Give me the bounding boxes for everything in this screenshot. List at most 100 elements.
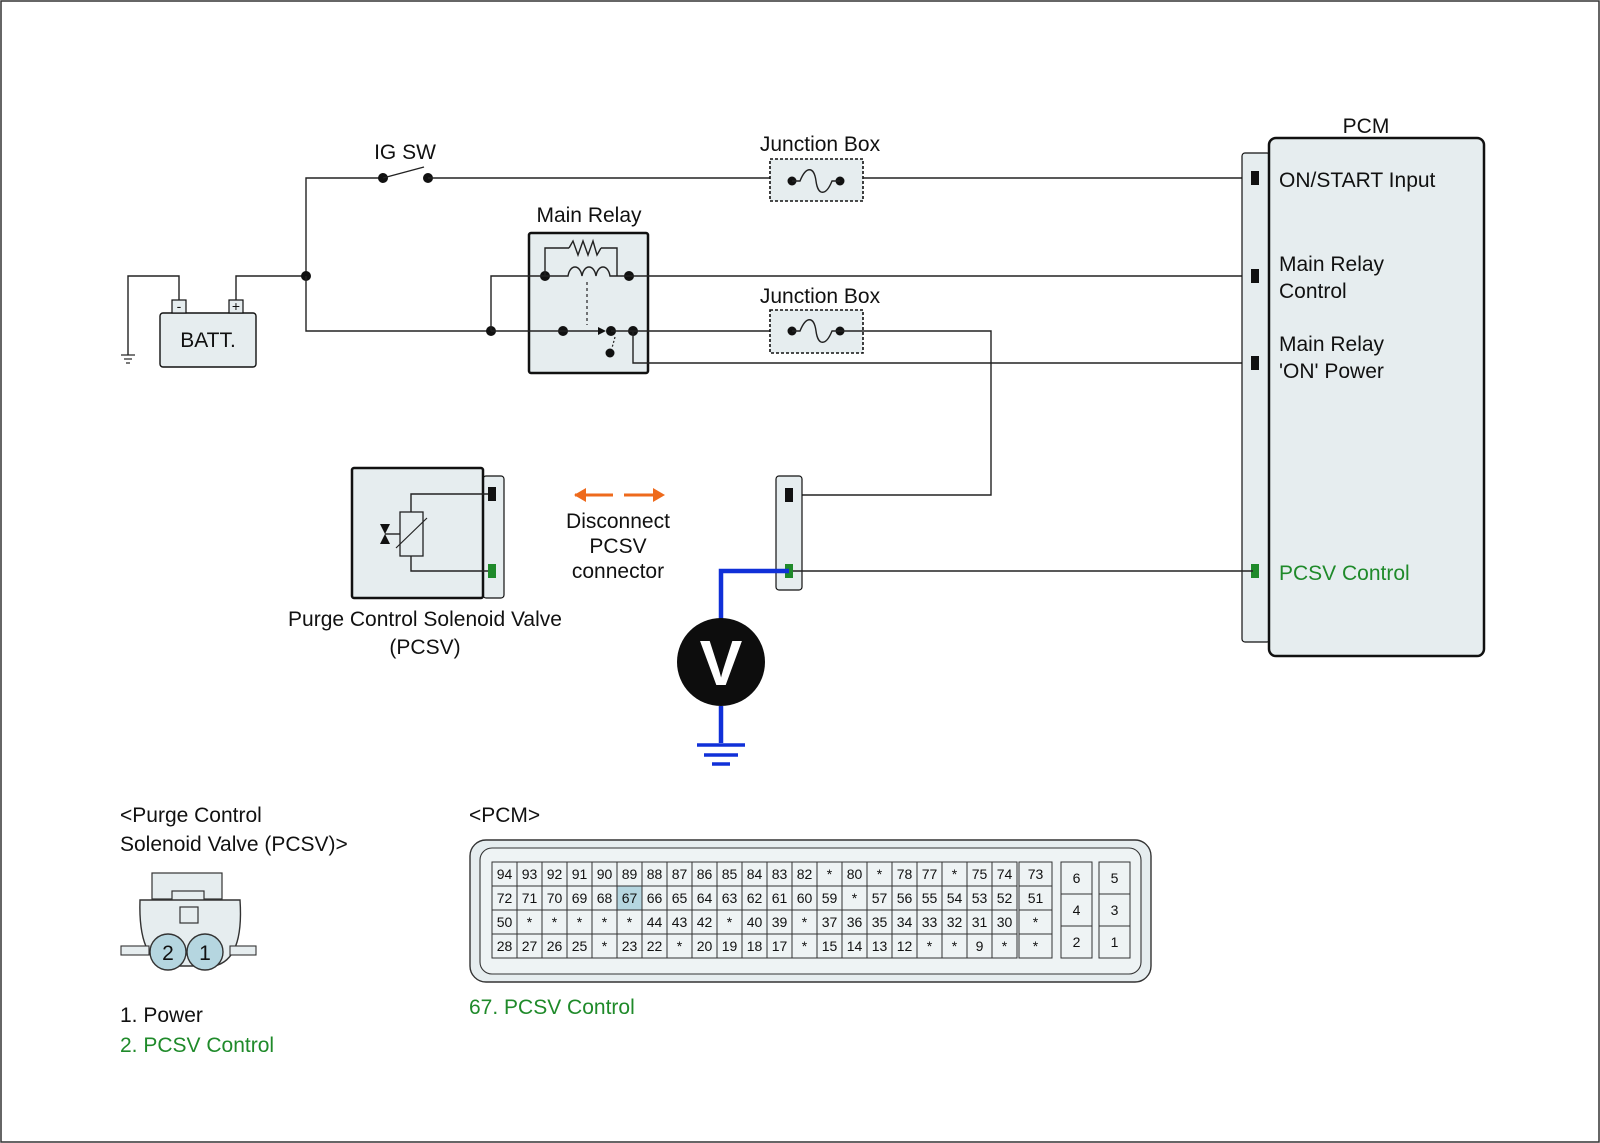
pcm-pin-cell [841, 933, 868, 959]
pcm-pin: 75 [972, 866, 988, 882]
pcsv-connector-tab-right [229, 945, 257, 956]
relay-contact-nc [605, 348, 615, 358]
pcm-connector-title: <PCM> [469, 804, 540, 827]
pcm-pin: 31 [972, 914, 988, 930]
pcm-module: PCM ON/START Input Main Relay Control Ma… [1241, 115, 1486, 658]
pcm-pin: 60 [797, 890, 813, 906]
harness-pin-power [785, 488, 793, 502]
pcm-pin-cell [941, 861, 968, 887]
pcsv-connector-tab-left [120, 945, 150, 956]
pcm-pin: * [802, 914, 808, 930]
battery-minus-label: - [177, 298, 182, 314]
battery-ground-icon [121, 354, 135, 364]
pcm-pin: 26 [547, 938, 563, 954]
pcm-pin-cell [841, 909, 868, 935]
pcm-pin: 84 [747, 866, 763, 882]
pcm-power-pin: 2 [1073, 934, 1081, 950]
pcm-pin: 69 [572, 890, 588, 906]
pcsv-connector-pin-1-label: 1 [199, 942, 211, 965]
pcm-pin: 52 [997, 890, 1013, 906]
pcsv-legend-2: 2. PCSV Control [120, 1034, 274, 1057]
pcm-pin: 77 [922, 866, 938, 882]
pcm-power-pin: 1 [1111, 934, 1119, 950]
pcm-pin: 68 [597, 890, 613, 906]
pcsv-connector-title-2: Solenoid Valve (PCSV)> [120, 833, 348, 856]
main-relay-body [527, 231, 650, 375]
pcm-pin-cell [916, 861, 943, 887]
pcsv-power-wire [789, 330, 992, 496]
pcm-pin-cell [666, 861, 693, 887]
pcm-pin: * [1002, 938, 1008, 954]
junction-box-bottom: Junction Box [760, 285, 881, 354]
ig-feed-wire [305, 177, 383, 276]
pcm-pin: 59 [822, 890, 838, 906]
pcm-power-pin: 3 [1111, 902, 1119, 918]
pcm-pin: 62 [747, 890, 763, 906]
pcm-pin: 56 [897, 890, 913, 906]
pcm-pin-cell [991, 885, 1018, 911]
voltmeter-label: V [700, 627, 743, 699]
pcsv-harness-connector-body [775, 475, 803, 591]
pcm-pin: 36 [847, 914, 863, 930]
pcm-pin: 64 [697, 890, 713, 906]
pcm-power-pin-cell [1098, 893, 1131, 927]
pcm-power-pin: 4 [1073, 902, 1081, 918]
pcm-pin-cell [566, 933, 593, 959]
pcm-body [1267, 136, 1486, 658]
pcm-pin: 22 [647, 938, 663, 954]
pcm-pin: * [602, 914, 608, 930]
pcm-pin-cell [916, 885, 943, 911]
pcm-pin: 19 [722, 938, 738, 954]
pcm-main-relay-on-label-1: Main Relay [1279, 333, 1385, 356]
pcm-pin-cell [641, 933, 668, 959]
pcm-pin: 94 [497, 866, 513, 882]
pcm-pin-cell [766, 909, 793, 935]
pcm-pin-cell [516, 885, 543, 911]
pcm-main-relay-control-label-1: Main Relay [1279, 253, 1385, 276]
pcm-pin: * [877, 866, 883, 882]
fuse-top-icon [792, 169, 840, 193]
pcm-label: PCM [1343, 115, 1390, 138]
pcm-pin: * [552, 914, 558, 930]
pcm-pin-cell [516, 861, 543, 887]
pcm-pin: * [927, 938, 933, 954]
pcm-pin-cell [766, 885, 793, 911]
disconnect-arrow-left-icon [574, 488, 586, 502]
voltmeter: V [677, 568, 789, 766]
fuse-bottom-icon [792, 319, 840, 343]
pcsv-connector-view: <Purge Control Solenoid Valve (PCSV)> 2 … [120, 804, 348, 1057]
junction-box-bottom-label: Junction Box [760, 285, 881, 308]
disconnect-note: Disconnect PCSV connector [566, 488, 670, 583]
battery-ground-wire [127, 275, 180, 355]
pcm-pin: 72 [497, 890, 513, 906]
pcm-pin-cell [566, 909, 593, 935]
pcm-pin: 23 [622, 938, 638, 954]
pcm-pin-cell [891, 933, 918, 959]
pcm-pin-cell [691, 885, 718, 911]
pcm-pin: 9 [976, 938, 984, 954]
pcsv-connector-title-1: <Purge Control [120, 804, 262, 827]
pcm-pin: * [802, 938, 808, 954]
pcm-pin: 53 [972, 890, 988, 906]
ignition-switch: IG SW [374, 141, 436, 183]
pcm-pin: 50 [497, 914, 513, 930]
pcm-pin: 89 [622, 866, 638, 882]
battery-label: BATT. [180, 329, 236, 352]
pcm-pin: 17 [772, 938, 788, 954]
main-relay-label: Main Relay [536, 204, 642, 227]
pcm-pin: * [1033, 914, 1039, 930]
relay-blade-arrow [598, 327, 606, 335]
pcm-pin-cell [741, 885, 768, 911]
pcm-pin: 80 [847, 866, 863, 882]
disconnect-text-1: Disconnect [566, 510, 670, 533]
pcm-pin-cell [541, 885, 568, 911]
pcm-pin: 15 [822, 938, 838, 954]
pcm-pin-cell [641, 909, 668, 935]
pcm-pin: 88 [647, 866, 663, 882]
pcsv-solenoid-icon [399, 511, 424, 557]
ig-sw-label: IG SW [374, 141, 436, 164]
pcm-pin-cell [816, 861, 843, 887]
pcm-pin: 66 [647, 890, 663, 906]
